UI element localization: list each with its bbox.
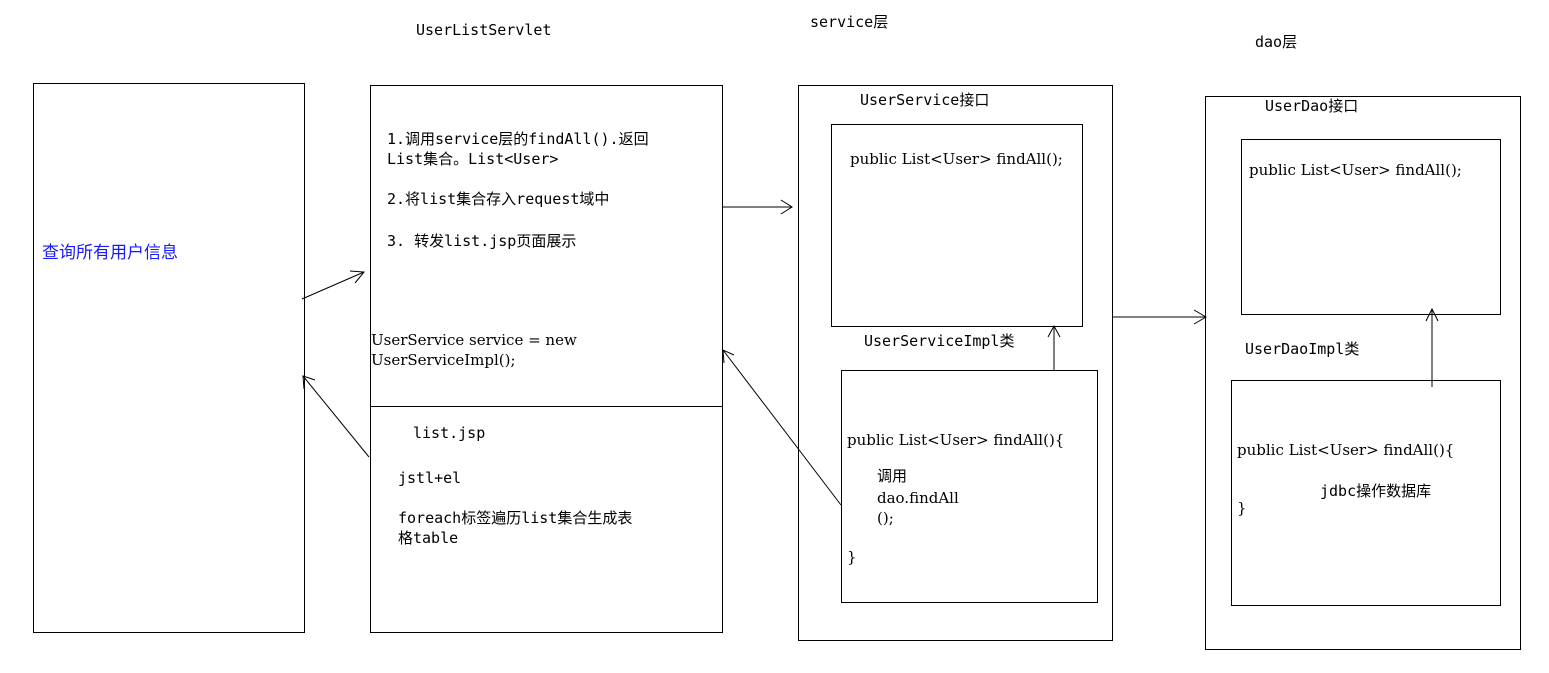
servlet-code-line2: UserServiceImpl(); <box>371 351 516 369</box>
dao-layer-title: dao层 <box>1255 33 1298 51</box>
dao-impl-box <box>1231 380 1501 606</box>
arrow-client-to-servlet-head <box>349 270 365 284</box>
dao-layer-box <box>1205 96 1521 650</box>
dao-impl-body: jdbc操作数据库 <box>1320 482 1432 500</box>
arrow-jsp-to-client <box>302 375 370 458</box>
servlet-jsp-divider <box>370 406 723 407</box>
servlet-step1-line2: List集合。List<User> <box>387 150 559 168</box>
client-text: 查询所有用户信息 <box>42 243 178 263</box>
jsp-tech: jstl+el <box>398 469 462 487</box>
service-interface-label: UserService接口 <box>860 91 990 109</box>
dao-impl-close: } <box>1237 499 1247 517</box>
service-layer-title: service层 <box>810 13 889 31</box>
service-impl-body-line3: (); <box>877 509 894 527</box>
arrow-client-to-servlet <box>301 271 365 300</box>
dao-interface-method: public List<User> findAll(); <box>1249 161 1462 179</box>
jsp-title: list.jsp <box>413 424 486 442</box>
arrow-servlet-to-service-head <box>780 199 793 215</box>
service-impl-method: public List<User> findAll(){ <box>847 431 1065 449</box>
jsp-desc-line1: foreach标签遍历list集合生成表 <box>398 509 633 527</box>
servlet-code-line1: UserService service = new <box>371 331 577 349</box>
dao-interface-box <box>1241 139 1501 315</box>
service-impl-body-line1: 调用 <box>877 467 908 485</box>
dao-interface-label: UserDao接口 <box>1265 97 1359 115</box>
service-impl-close: } <box>847 548 857 566</box>
service-impl-body-line2: dao.findAll <box>877 489 959 507</box>
servlet-title: UserListServlet <box>416 21 552 39</box>
jsp-desc-line2: 格table <box>398 529 459 547</box>
service-interface-method: public List<User> findAll(); <box>850 150 1063 168</box>
arrow-service-to-servlet-head <box>722 349 735 364</box>
servlet-step3: 3. 转发list.jsp页面展示 <box>387 232 577 250</box>
service-impl-box <box>841 370 1098 603</box>
dao-impl-label: UserDaoImpl类 <box>1245 340 1360 358</box>
client-box <box>33 83 305 633</box>
servlet-step2: 2.将list集合存入request域中 <box>387 190 610 208</box>
service-impl-label: UserServiceImpl类 <box>864 332 1015 350</box>
service-interface-box <box>831 124 1083 327</box>
dao-impl-method: public List<User> findAll(){ <box>1237 441 1455 459</box>
servlet-step1-line1: 1.调用service层的findAll().返回 <box>387 130 649 148</box>
